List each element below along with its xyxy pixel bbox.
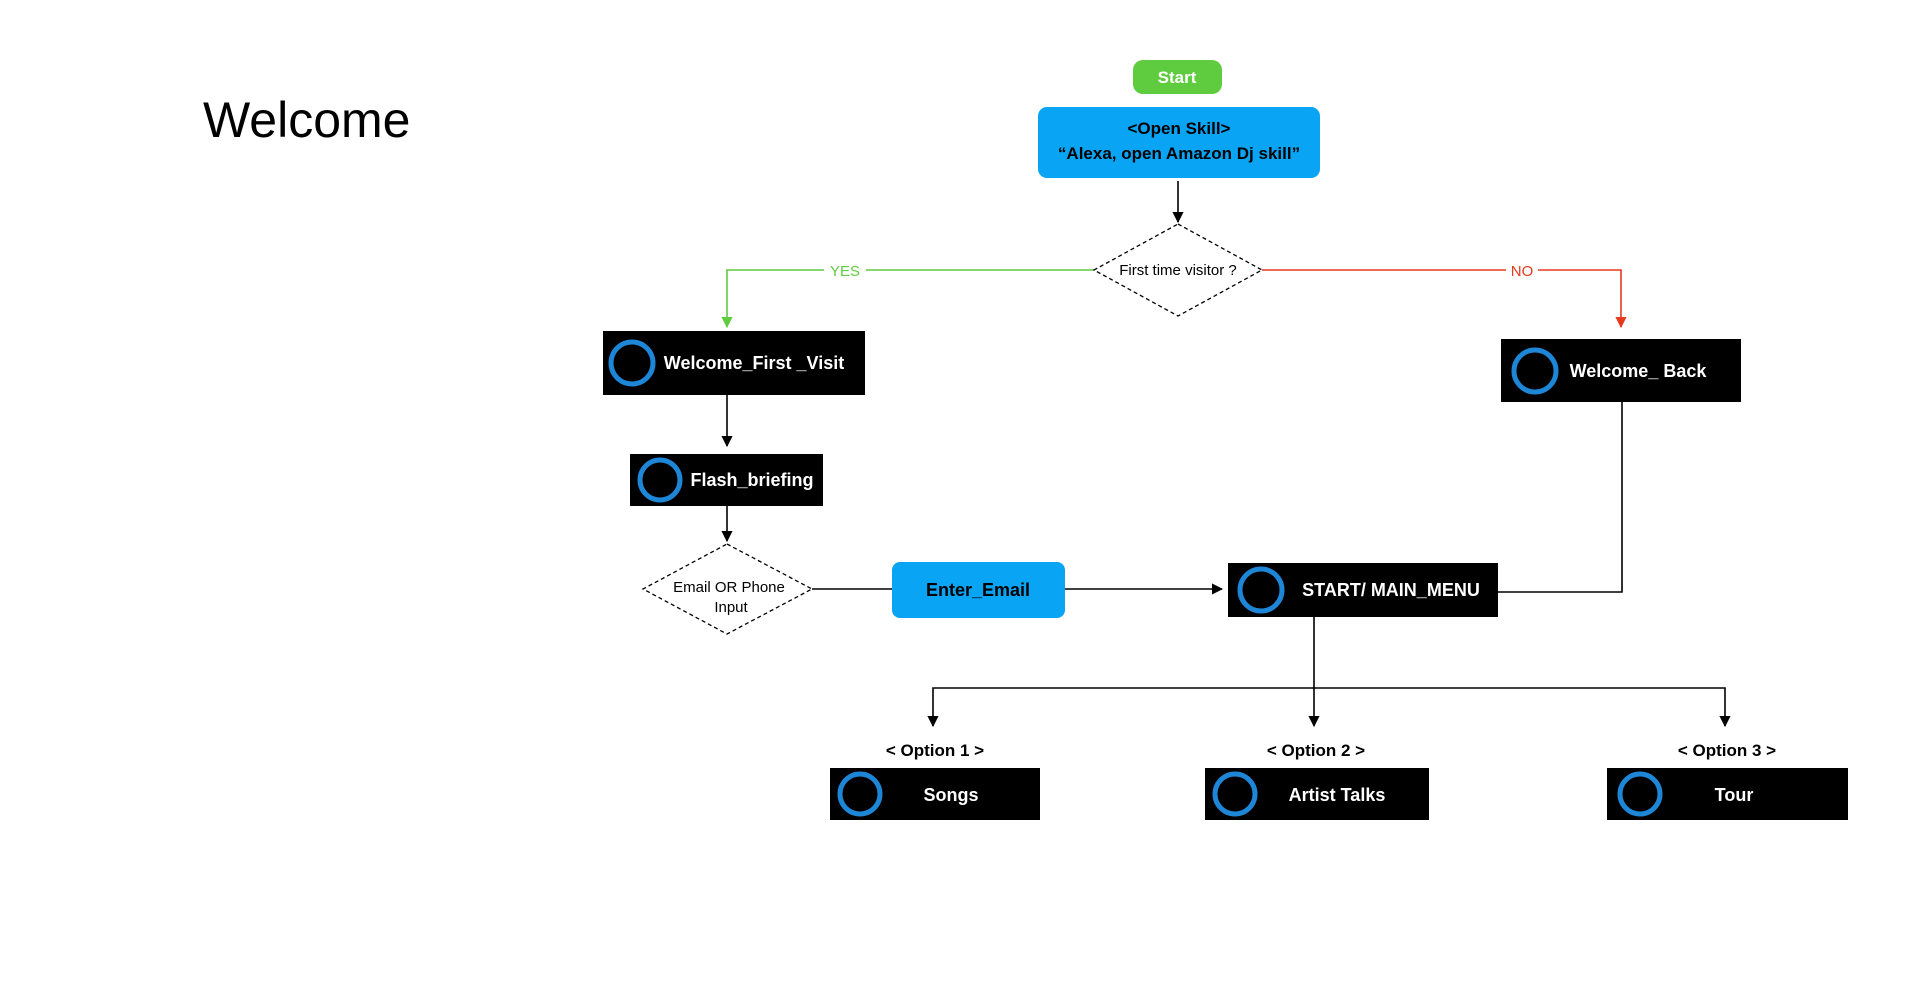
option-3-label: Tour (1715, 785, 1754, 805)
open-skill-line2: “Alexa, open Amazon Dj skill” (1058, 144, 1300, 163)
option-3-tag: < Option 3 > (1678, 741, 1776, 760)
open-skill-node: <Open Skill> “Alexa, open Amazon Dj skil… (1038, 107, 1320, 178)
email-phone-line1: Email OR Phone (673, 579, 785, 596)
first-time-label: First time visitor ? (1119, 262, 1237, 279)
welcome-back-node: Welcome_ Back (1501, 339, 1741, 402)
welcome-first-visit-node: Welcome_First _Visit (603, 331, 865, 395)
start-node: Start (1133, 60, 1222, 94)
connectors: YES NO (721, 181, 1731, 728)
open-skill-line1: <Open Skill> (1128, 119, 1231, 138)
enter-email-label: Enter_Email (926, 580, 1030, 600)
option-2-label: Artist Talks (1289, 785, 1386, 805)
edge-yes-branch (721, 269, 1094, 329)
email-phone-decision: Email OR Phone Input (641, 543, 814, 635)
option-2-tag: < Option 2 > (1267, 741, 1365, 760)
yes-label: YES (830, 263, 860, 280)
alexa-ring-icon (1212, 771, 1258, 817)
flash-briefing-node: Flash_briefing (630, 454, 823, 506)
enter-email-node: Enter_Email (892, 562, 1065, 618)
option-1-node: < Option 1 > Songs (830, 741, 1040, 820)
edge-no-branch (1262, 269, 1627, 329)
option-1-label: Songs (923, 785, 978, 805)
main-menu-label: START/ MAIN_MENU (1302, 580, 1480, 600)
flash-briefing-label: Flash_briefing (690, 470, 813, 490)
option-1-tag: < Option 1 > (886, 741, 984, 760)
alexa-ring-icon (608, 339, 656, 387)
welcome-back-label: Welcome_ Back (1570, 361, 1708, 381)
welcome-first-visit-label: Welcome_First _Visit (664, 353, 844, 373)
edge-welcome-back-to-main-menu (1497, 402, 1623, 593)
edge-options-bar (927, 687, 1731, 728)
page-title: Welcome (203, 92, 411, 148)
option-3-node: < Option 3 > Tour (1607, 741, 1848, 820)
main-menu-node: START/ MAIN_MENU (1228, 563, 1498, 617)
alexa-ring-icon (837, 771, 883, 817)
alexa-ring-icon (637, 457, 683, 503)
no-label: NO (1511, 263, 1534, 280)
alexa-ring-icon (1237, 566, 1285, 614)
start-label: Start (1158, 68, 1197, 87)
alexa-ring-icon (1617, 771, 1663, 817)
alexa-ring-icon (1511, 347, 1559, 395)
option-2-node: < Option 2 > Artist Talks (1205, 741, 1429, 820)
email-phone-line2: Input (714, 599, 748, 616)
first-time-decision: First time visitor ? (1092, 223, 1264, 317)
